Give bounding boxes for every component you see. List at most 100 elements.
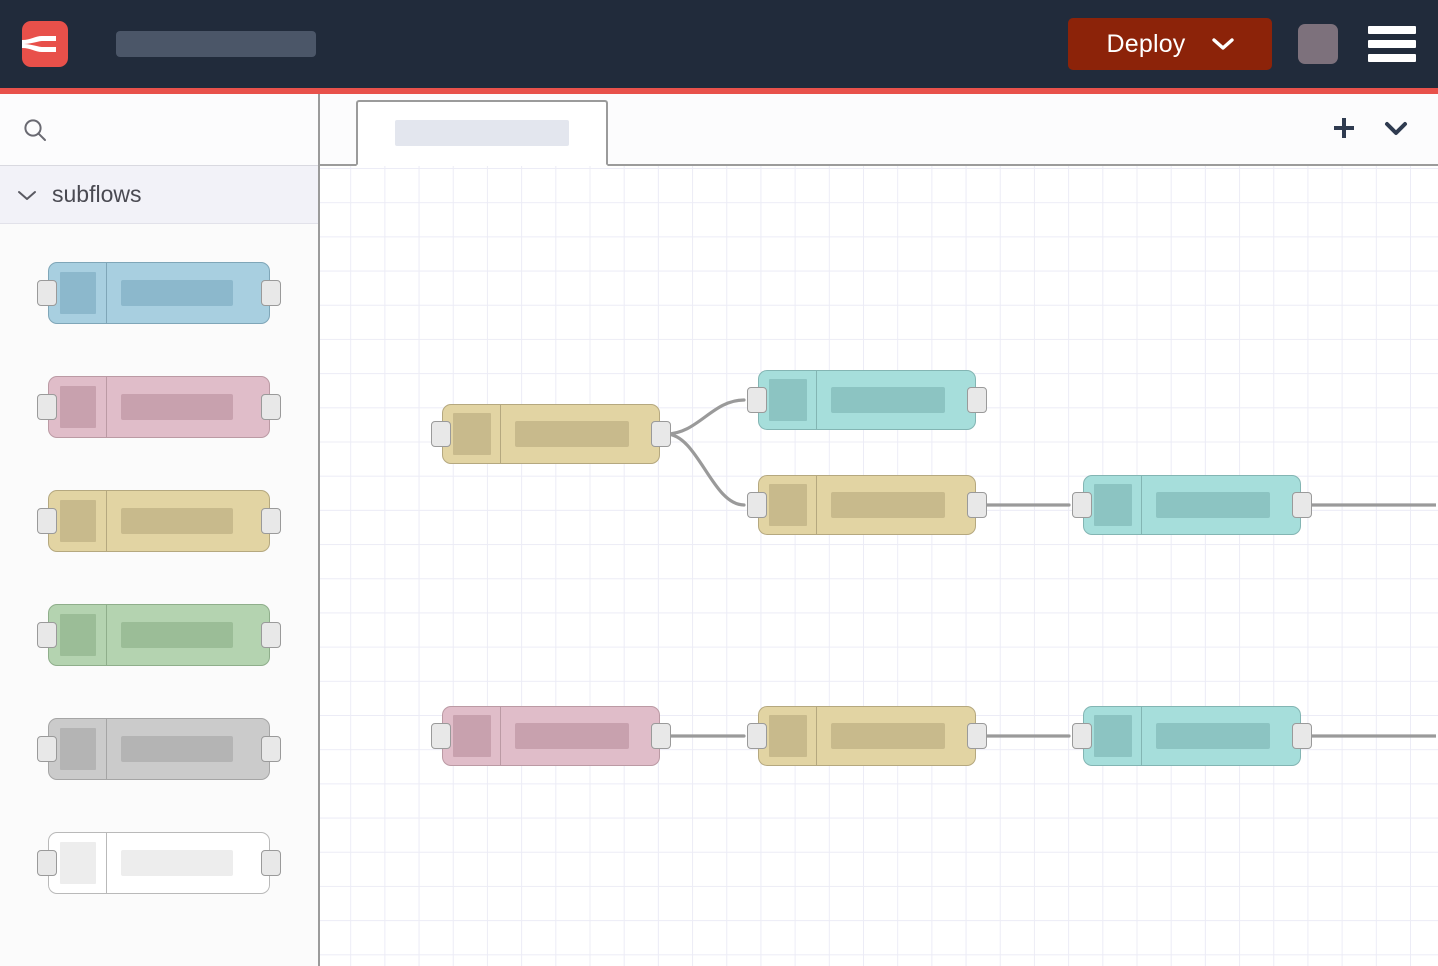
node-body-cell bbox=[501, 405, 659, 463]
node-input-port[interactable] bbox=[747, 723, 767, 749]
node-label-redacted bbox=[1156, 492, 1270, 518]
palette-node-2[interactable] bbox=[37, 490, 281, 552]
deploy-button[interactable]: Deploy bbox=[1068, 18, 1272, 70]
canvas-node-n1[interactable] bbox=[431, 404, 671, 464]
node-output-port[interactable] bbox=[261, 280, 281, 306]
node-icon-redacted bbox=[59, 500, 96, 542]
node-label-redacted bbox=[121, 508, 233, 534]
node-label-redacted bbox=[121, 280, 233, 306]
palette-node-1[interactable] bbox=[37, 376, 281, 438]
node-input-port[interactable] bbox=[431, 723, 451, 749]
node-icon-cell bbox=[49, 263, 107, 323]
node-input-port[interactable] bbox=[431, 421, 451, 447]
node-output-port[interactable] bbox=[261, 394, 281, 420]
chevron-down-icon[interactable] bbox=[1382, 118, 1410, 138]
node-input-port[interactable] bbox=[37, 280, 57, 306]
node-output-port[interactable] bbox=[261, 736, 281, 762]
canvas-node-body-n7[interactable] bbox=[1072, 706, 1312, 766]
node-body-cell bbox=[107, 263, 269, 323]
palette-search-row[interactable] bbox=[0, 94, 318, 166]
node-icon-redacted bbox=[452, 413, 491, 455]
canvas-node-body-n4[interactable] bbox=[1072, 475, 1312, 535]
node-body-cell bbox=[107, 491, 269, 551]
node-body-cell bbox=[817, 476, 975, 534]
node-output-port[interactable] bbox=[1292, 723, 1312, 749]
node-output-port[interactable] bbox=[967, 492, 987, 518]
node-body-cell bbox=[107, 719, 269, 779]
canvas-node-n7[interactable] bbox=[1072, 706, 1312, 766]
node-body-cell bbox=[107, 605, 269, 665]
node-icon-cell bbox=[49, 719, 107, 779]
node-output-port[interactable] bbox=[651, 723, 671, 749]
palette-node-item[interactable] bbox=[0, 692, 318, 806]
wire-n1-to-n3[interactable] bbox=[664, 432, 746, 507]
node-output-port[interactable] bbox=[261, 508, 281, 534]
plus-icon[interactable] bbox=[1330, 114, 1358, 142]
node-input-port[interactable] bbox=[747, 387, 767, 413]
palette-node-item[interactable] bbox=[0, 464, 318, 578]
node-icon-cell bbox=[759, 371, 817, 429]
flow-canvas[interactable] bbox=[320, 166, 1438, 966]
node-output-port[interactable] bbox=[261, 850, 281, 876]
node-output-port[interactable] bbox=[967, 387, 987, 413]
app-title-redacted bbox=[116, 31, 316, 57]
canvas-node-n2[interactable] bbox=[747, 370, 987, 430]
node-output-port[interactable] bbox=[967, 723, 987, 749]
node-icon-cell bbox=[49, 377, 107, 437]
canvas-node-n5[interactable] bbox=[431, 706, 671, 766]
palette-node-list bbox=[0, 224, 318, 920]
canvas-node-body-n1[interactable] bbox=[431, 404, 671, 464]
node-icon-cell bbox=[759, 476, 817, 534]
node-input-port[interactable] bbox=[37, 394, 57, 420]
palette-node-item[interactable] bbox=[0, 236, 318, 350]
canvas-node-body-n6[interactable] bbox=[747, 706, 987, 766]
wire-n1-to-n2[interactable] bbox=[664, 398, 746, 436]
node-input-port[interactable] bbox=[747, 492, 767, 518]
node-output-port[interactable] bbox=[1292, 492, 1312, 518]
palette-node-5[interactable] bbox=[37, 832, 281, 894]
palette-node-0[interactable] bbox=[37, 262, 281, 324]
user-avatar[interactable] bbox=[1298, 24, 1338, 64]
node-output-port[interactable] bbox=[261, 622, 281, 648]
app-header: Deploy bbox=[0, 0, 1438, 88]
node-output-port[interactable] bbox=[651, 421, 671, 447]
node-icon-redacted bbox=[1093, 715, 1132, 757]
nodered-logo-icon[interactable] bbox=[22, 21, 68, 67]
node-input-port[interactable] bbox=[37, 736, 57, 762]
node-input-port[interactable] bbox=[1072, 492, 1092, 518]
body-area: subflows bbox=[0, 94, 1438, 966]
palette-node-3[interactable] bbox=[37, 604, 281, 666]
canvas-node-n6[interactable] bbox=[747, 706, 987, 766]
node-input-port[interactable] bbox=[37, 850, 57, 876]
chevron-down-icon bbox=[1211, 38, 1234, 50]
palette-node-4[interactable] bbox=[37, 718, 281, 780]
node-input-port[interactable] bbox=[37, 622, 57, 648]
palette-group-subflows[interactable]: subflows bbox=[0, 166, 318, 224]
palette-node-item[interactable] bbox=[0, 806, 318, 920]
node-label-redacted bbox=[515, 723, 629, 749]
node-icon-cell bbox=[49, 605, 107, 665]
node-icon-redacted bbox=[59, 386, 96, 428]
flow-tabbar bbox=[320, 94, 1438, 166]
canvas-node-n4[interactable] bbox=[1072, 475, 1312, 535]
node-label-redacted bbox=[121, 850, 233, 876]
node-icon-redacted bbox=[59, 272, 96, 314]
canvas-node-body-n5[interactable] bbox=[431, 706, 671, 766]
search-icon[interactable] bbox=[22, 117, 48, 143]
palette-node-item[interactable] bbox=[0, 578, 318, 692]
node-icon-cell bbox=[49, 833, 107, 893]
node-body-cell bbox=[107, 833, 269, 893]
node-input-port[interactable] bbox=[37, 508, 57, 534]
canvas-node-body-n2[interactable] bbox=[747, 370, 987, 430]
canvas-node-n3[interactable] bbox=[747, 475, 987, 535]
palette-node-item[interactable] bbox=[0, 350, 318, 464]
hamburger-bar bbox=[1368, 54, 1416, 62]
hamburger-menu-icon[interactable] bbox=[1368, 26, 1416, 62]
node-icon-cell bbox=[49, 491, 107, 551]
node-body-cell bbox=[817, 707, 975, 765]
node-input-port[interactable] bbox=[1072, 723, 1092, 749]
flow-tab-label-redacted bbox=[395, 120, 569, 146]
canvas-node-body-n3[interactable] bbox=[747, 475, 987, 535]
flow-tab-active[interactable] bbox=[356, 100, 608, 166]
